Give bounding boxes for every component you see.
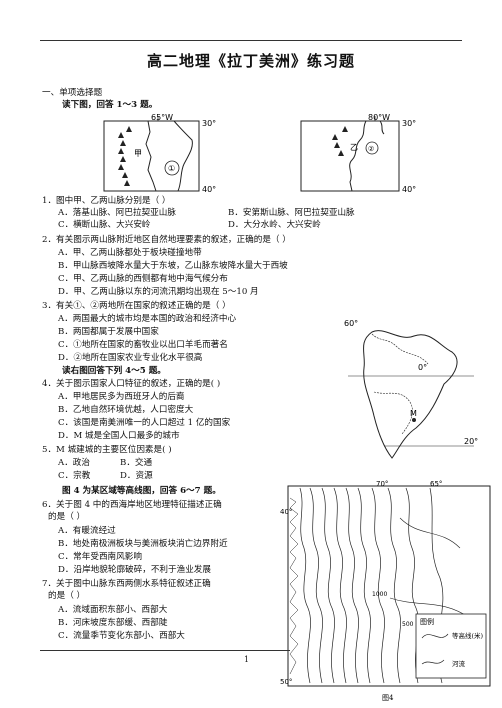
map2-lat-bottom: 40° (402, 185, 416, 194)
q7-stem-line1: 7．关于图中山脉东西两侧水系特征叙述正确 (42, 579, 211, 589)
q5-option-a: A．政治 (58, 458, 90, 468)
q4-option-b: B．乙地自然环境优越，人口密度大 (58, 405, 194, 415)
q7-option-c: C．流量季节变化东部小、西部大 (58, 631, 185, 641)
q5-option-c: C．宗教 (58, 471, 91, 481)
map1-label-jia: 甲 (134, 149, 142, 158)
q6-option-c: C．常年受西南风影响 (58, 552, 142, 562)
map2-label-yi: 乙 (350, 143, 358, 152)
q2-option-a: A．甲、乙两山脉都处于板块碰撞地带 (58, 248, 202, 258)
map4-lat-50: 50° (280, 678, 292, 686)
q3-option-a: A．两国最大的城市均是本国的政治和经济中心 (58, 314, 237, 324)
q7-option-a: A．流域面积东部小、西部大 (58, 605, 168, 615)
legend-title: 图例 (420, 617, 434, 626)
map4-contour-1000: 1000 (372, 591, 387, 598)
q6-option-d: D．沿岸地貌轮廓破碎，不利于渔业发展 (58, 565, 211, 575)
map2-lon: 80°W (368, 113, 390, 122)
intro-q4-5: 读右图回答下列 4～5 题。 (62, 366, 166, 376)
q5-option-d: D．资源 (120, 471, 153, 481)
q7-stem-line2: 的是（ ） (48, 591, 86, 601)
q4-option-a: A．甲地居民多为西班牙人的后裔 (58, 392, 185, 402)
q3-stem: 3．有关①、②两地所在国家的叙述正确的是（ ） (42, 301, 231, 311)
q1-option-d: D．大分水岭、大兴安岭 (228, 220, 321, 230)
intro-q6-7: 图 4 为某区域等高线图，回答 6～7 题。 (62, 486, 221, 496)
q3-option-c: C．①地所在国家的畜牧业以出口羊毛而著名 (58, 340, 228, 350)
q1-option-a: A．落基山脉、阿巴拉契亚山脉 (58, 208, 176, 218)
legend-contour: 等高线(米) (452, 631, 484, 640)
q2-option-d: D．甲、乙两山脉以东的河流汛期均出现在 5～10 月 (58, 287, 259, 297)
q5-option-b: B．交通 (120, 458, 153, 468)
map1-lon: 65°W (151, 113, 173, 122)
q6-option-a: A．有暖流经过 (58, 526, 116, 536)
page-number: 1 (244, 655, 250, 664)
map3-label-60: 60° (344, 319, 358, 328)
map-4-contour: 图例 等高线(米) 河流 70° 65° 40° 50° 1000 500 图4 (280, 480, 491, 702)
map1-lat-top: 30° (202, 119, 216, 128)
map4-contour-500: 500 (402, 621, 414, 628)
map-3: 60° 0° 20° M (344, 319, 478, 459)
map4-lon-65: 65° (430, 480, 442, 488)
map4-caption: 图4 (382, 694, 394, 702)
intro-q1-3: 读下图，回答 1～3 题。 (62, 100, 158, 110)
q3-option-b: B．两国都属于发展中国家 (58, 327, 159, 337)
section-heading: 一、单项选择题 (42, 88, 103, 98)
map1-label-1: ① (168, 164, 175, 173)
map3-label-0: 0° (418, 363, 427, 372)
q6-stem-line2: 的是（ ） (48, 512, 86, 522)
q1-option-c: C．横断山脉、大兴安岭 (58, 220, 151, 230)
map3-label-m: M (410, 409, 417, 418)
q2-stem: 2．有关图示两山脉附近地区自然地理要素的叙述，正确的是（ ） (42, 235, 291, 245)
page-title: 高二地理《拉丁美洲》练习题 (146, 52, 355, 70)
map-1: 65°W 30° 40° 甲 ① (103, 113, 216, 194)
map1-lat-bottom: 40° (202, 185, 216, 194)
footer-rule (40, 650, 290, 651)
q1-stem: 1．图中甲、乙两山脉分别是（ ） (42, 196, 171, 206)
q3-option-d: D．②地所在国家农业专业化水平很高 (58, 353, 203, 363)
header-rule (40, 40, 462, 41)
map-2: 80°W 30° 40° 乙 ② (300, 113, 416, 194)
q7-option-b: B．河床坡度东部缓、西部陡 (58, 618, 168, 628)
map2-lat-top: 30° (402, 119, 416, 128)
q1-option-b: B．安第斯山脉、阿巴拉契亚山脉 (228, 208, 355, 218)
q5-stem: 5．M 城建城的主要区位因素是( ) (42, 445, 172, 455)
q2-option-b: B．甲山脉西坡降水量大于东坡，乙山脉东坡降水量大于西坡 (58, 261, 288, 271)
map4-lat-40: 40° (280, 508, 292, 516)
q2-option-c: C．甲、乙两山脉的西侧都有地中海气候分布 (58, 274, 228, 284)
q4-option-d: D．M 城是全国人口最多的城市 (58, 431, 180, 441)
q6-option-b: B．地处南极洲板块与美洲板块消亡边界附近 (58, 539, 228, 549)
map4-lon-70: 70° (376, 480, 388, 488)
map3-label-20: 20° (464, 437, 478, 446)
map2-label-2: ② (368, 145, 374, 153)
legend-river: 河流 (452, 659, 466, 668)
q4-stem: 4．关于图示国家人口特征的叙述，正确的是( ) (42, 379, 221, 389)
q4-option-c: C．该国是南美洲唯一的人口超过 1 亿的国家 (58, 418, 231, 428)
q6-stem-line1: 6．关于图 4 中的西海岸地区地理特征描述正确 (42, 500, 222, 510)
